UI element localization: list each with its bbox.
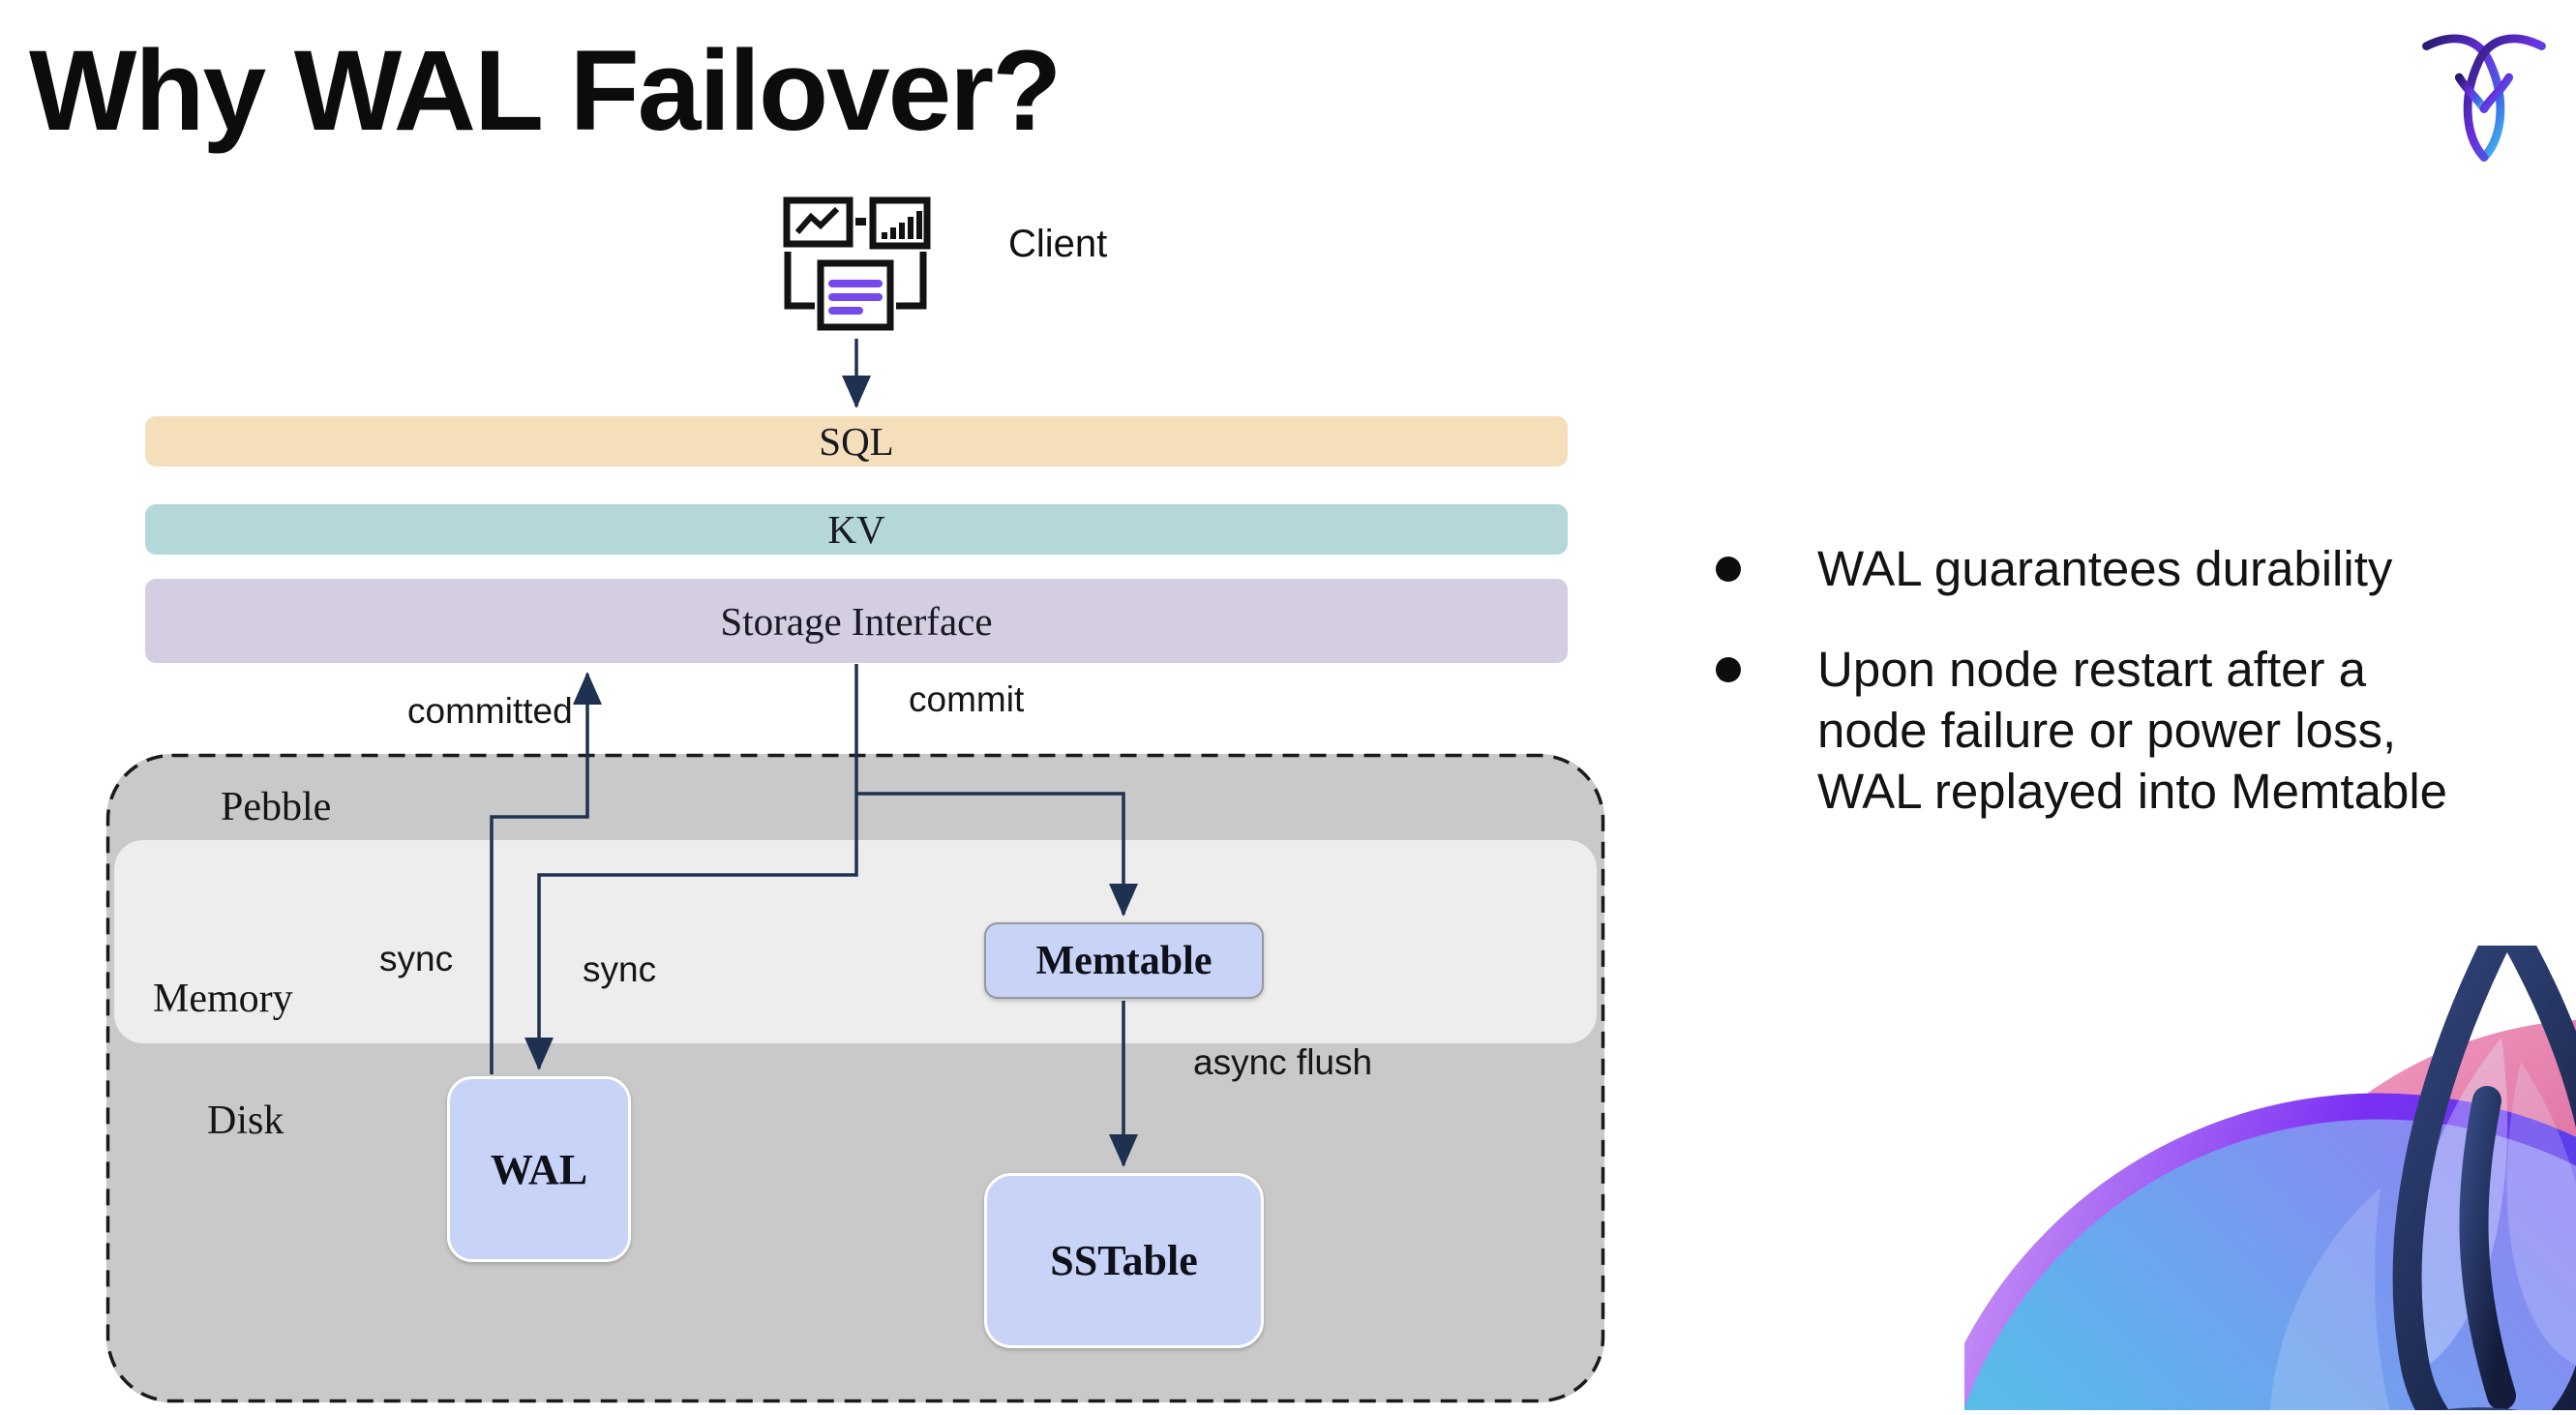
decorative-artwork (1933, 907, 2576, 1415)
node-memtable: Memtable (984, 922, 1264, 999)
node-wal: WAL (447, 1076, 631, 1262)
pebble-label: Pebble (221, 785, 332, 829)
page-title: Why WAL Failover? (29, 27, 1062, 155)
layer-sql-label: SQL (819, 419, 894, 464)
client-terminal-svg (783, 196, 931, 331)
edge-label-sync-up: sync (379, 939, 454, 978)
node-wal-label: WAL (490, 1145, 588, 1193)
layer-kv: KV (145, 504, 1568, 555)
edge-label-sync-down: sync (583, 949, 657, 989)
layer-sql: SQL (145, 416, 1568, 467)
bullet-item: WAL guarantees durability (1695, 538, 2566, 599)
edge-label-committed: committed (407, 691, 573, 731)
layer-kv-label: KV (827, 507, 885, 552)
bullet-line: WAL guarantees durability (1817, 541, 2393, 596)
client-terminal-icon (772, 190, 939, 342)
gradient-sphere-artwork-svg (1933, 907, 2576, 1415)
memory-zone (114, 840, 1597, 1043)
edge-label-commit: commit (909, 679, 1025, 719)
memory-label: Memory (153, 977, 293, 1021)
bullet-line: node failure or power loss, (1817, 703, 2397, 758)
bullet-item: Upon node restart after a node failure o… (1695, 639, 2566, 822)
layer-storage-interface: Storage Interface (145, 579, 1568, 663)
client-label: Client (1008, 223, 1108, 265)
bullet-line: WAL replayed into Memtable (1817, 764, 2448, 819)
disk-label: Disk (207, 1099, 285, 1143)
layer-storage-interface-label: Storage Interface (720, 598, 993, 644)
edge-label-async-flush: async flush (1193, 1042, 1373, 1082)
node-sstable: SSTable (984, 1173, 1264, 1348)
cockroachdb-logo-icon (2408, 25, 2561, 171)
node-memtable-label: Memtable (1035, 938, 1213, 983)
bullet-line: Upon node restart after a (1817, 642, 2367, 697)
node-sstable-label: SSTable (1050, 1237, 1198, 1284)
bullet-list: WAL guarantees durability Upon node rest… (1695, 538, 2566, 822)
cockroachdb-logo-svg (2422, 34, 2546, 162)
